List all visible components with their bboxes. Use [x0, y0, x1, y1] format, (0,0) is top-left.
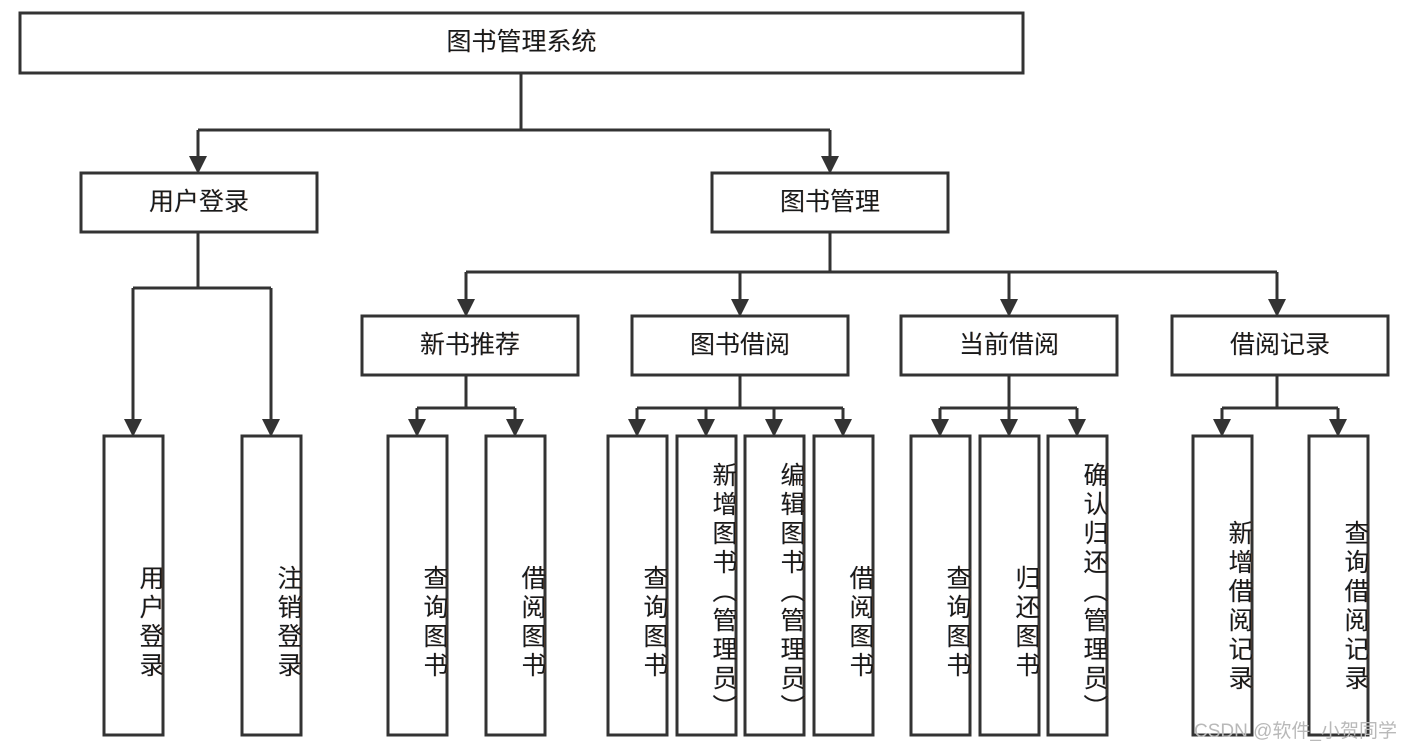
node-box-group [18, 11, 1390, 737]
node-box-leaf-return-book[interactable] [978, 434, 1041, 737]
node-box-leaf-edit-book[interactable] [743, 434, 806, 737]
node-box-leaf-query-book-3[interactable] [909, 434, 972, 737]
node-box-leaf-query-book-1[interactable] [386, 434, 449, 737]
node-box-leaf-add-book[interactable] [675, 434, 738, 737]
connector-group [124, 73, 1347, 437]
node-box-book-borrow[interactable] [630, 314, 850, 377]
node-box-borrow-record[interactable] [1170, 314, 1390, 377]
node-box-leaf-borrow-book-2[interactable] [812, 434, 875, 737]
node-box-leaf-add-record[interactable] [1191, 434, 1254, 737]
node-box-leaf-query-record[interactable] [1307, 434, 1370, 737]
node-box-leaf-confirm-return[interactable] [1046, 434, 1109, 737]
node-box-leaf-query-book-2[interactable] [606, 434, 669, 737]
watermark: CSDN @软件_小贺同学 [1194, 721, 1397, 742]
node-box-leaf-logout[interactable] [240, 434, 303, 737]
node-box-current-borrow[interactable] [899, 314, 1119, 377]
node-box-leaf-borrow-book-1[interactable] [484, 434, 547, 737]
node-box-user-login[interactable] [79, 171, 319, 234]
node-box-book-manage[interactable] [710, 171, 950, 234]
node-box-leaf-user-login[interactable] [102, 434, 165, 737]
node-box-root[interactable] [18, 11, 1025, 75]
node-box-new-book-rec[interactable] [360, 314, 580, 377]
